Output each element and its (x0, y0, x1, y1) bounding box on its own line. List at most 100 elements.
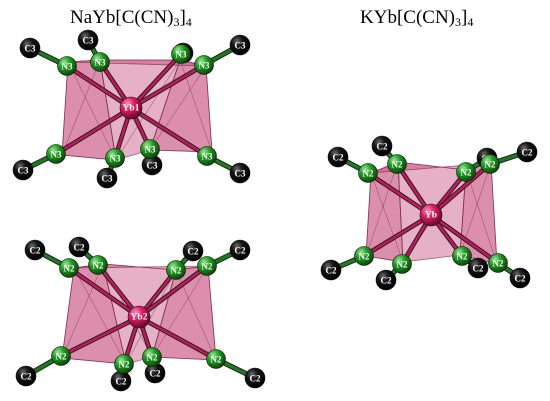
carbon-atom-label: C2 (522, 148, 533, 158)
nitrogen-atom (166, 260, 186, 280)
carbon-atom (15, 365, 37, 387)
polyhedron-edge (365, 161, 399, 257)
nitrogen-atom-label: N3 (145, 145, 156, 155)
nitrogen-atom-label: N2 (392, 160, 403, 170)
nitrogen-atom-label: N2 (202, 262, 213, 272)
nitrogen-atom-label: N3 (202, 152, 213, 162)
nitrogen-atom-label: N2 (363, 169, 374, 179)
nitrogen-atom (57, 56, 77, 76)
carbon-atom (327, 146, 349, 168)
bond-yb-n (137, 264, 209, 319)
nitrogen-atom (59, 258, 79, 278)
title-kyb: KYb[C(CN)3]4 (360, 7, 474, 29)
carbon-atom (509, 267, 531, 289)
carbon-atom-label: C2 (515, 274, 526, 284)
ytterbium-atom (419, 203, 443, 227)
polyhedron-edge (115, 59, 181, 161)
nitrogen-atom (452, 246, 472, 266)
ytterbium-atom-label: Yb2 (131, 313, 148, 323)
carbon-atom (229, 34, 251, 56)
nitrogen-atom (140, 139, 160, 159)
bond-yb-n (59, 315, 141, 358)
nitrogen-atom-label: N3 (62, 62, 73, 72)
carbon-atom-label: C2 (116, 377, 127, 387)
nitrogen-atom (392, 254, 412, 274)
nitrogen-atom-label: N2 (64, 264, 75, 274)
polyhedron-edge (61, 263, 104, 359)
nitrogen-atom-label: N2 (119, 360, 130, 370)
carbon-atom-label: C3 (25, 44, 36, 54)
nitrogen-atom-label: N2 (93, 261, 104, 271)
carbon-atom (244, 367, 266, 389)
nitrogen-atom-label: N3 (110, 154, 121, 164)
bond-yb-n (54, 106, 133, 156)
nitrogen-atom-label: N3 (51, 150, 62, 160)
carbon-atom (516, 141, 538, 163)
nitrogen-atom (90, 52, 110, 72)
carbon-atom-label: C2 (188, 247, 199, 257)
nitrogen-atom-label: N2 (457, 252, 468, 262)
ytterbium-atom-label: Yb (425, 211, 437, 221)
nitrogen-atom (105, 148, 125, 168)
ytterbium-atom (127, 305, 151, 329)
bond-yb-n (65, 64, 133, 110)
nitrogen-atom (480, 154, 500, 174)
polyhedron-edge (149, 65, 207, 151)
carbon-atom-label: C3 (83, 36, 94, 46)
polyhedron-edge (73, 267, 127, 365)
nitrogen-atom (387, 154, 407, 174)
carbon-atom (19, 37, 41, 59)
bond-yb-n (129, 52, 183, 110)
polyhedron-edge (370, 172, 404, 263)
carbon-atom-label: C2 (235, 246, 246, 256)
bond-yb-n (129, 63, 206, 110)
carbon-atom-label: C2 (377, 142, 388, 152)
carbon-atom-label: C2 (381, 276, 392, 286)
carbon-atom-label: C2 (21, 372, 32, 382)
nitrogen-atom-label: N2 (56, 352, 67, 362)
title-nayb: NaYb[C(CN)3]4 (70, 7, 192, 29)
carbon-atom-label: C2 (30, 246, 41, 256)
carbon-atom (24, 239, 46, 261)
carbon-atom (182, 240, 204, 262)
nitrogen-atom (197, 146, 217, 166)
nitrogen-atom-label: N3 (199, 61, 210, 71)
carbon-atom (68, 236, 90, 258)
carbon-atom (467, 257, 489, 279)
nitrogen-atom-label: N2 (397, 260, 408, 270)
ytterbium-atom (119, 96, 143, 120)
nitrogen-atom (114, 354, 134, 374)
nitrogen-atom-label: N2 (211, 355, 222, 365)
carbon-atom (96, 167, 118, 189)
polyhedron-edge (61, 59, 101, 156)
ytterbium-atom-label: Yb1 (123, 104, 140, 114)
carbon-atom-label: C3 (235, 41, 246, 51)
nitrogen-atom (194, 55, 214, 75)
nitrogen-atom (354, 246, 374, 266)
nitrogen-atom-label: N3 (176, 50, 187, 60)
nitrogen-atom (488, 253, 508, 273)
carbon-atom-label: C2 (333, 153, 344, 163)
nitrogen-atom-label: N2 (359, 252, 370, 262)
bond-yb-n (137, 315, 218, 361)
carbon-atom (12, 159, 34, 181)
carbon-atom (229, 162, 251, 184)
nitrogen-atom (456, 162, 476, 182)
carbon-atom-label: C3 (102, 174, 113, 184)
carbon-atom (77, 29, 99, 51)
nitrogen-atom (197, 256, 217, 276)
nitrogen-atom (206, 349, 226, 369)
carbon-atom-label: C3 (18, 166, 29, 176)
nitrogen-atom-label: N2 (485, 160, 496, 170)
nitrogen-atom-label: N2 (493, 259, 504, 269)
nitrogen-atom-label: N3 (95, 58, 106, 68)
bond-yb-n (429, 162, 492, 217)
carbon-atom-label: C3 (147, 161, 158, 171)
bond-yb-n (67, 266, 141, 319)
carbon-atom-label: C3 (235, 169, 246, 179)
carbon-atom-label: C2 (326, 266, 337, 276)
polyhedron-edge (151, 265, 209, 358)
